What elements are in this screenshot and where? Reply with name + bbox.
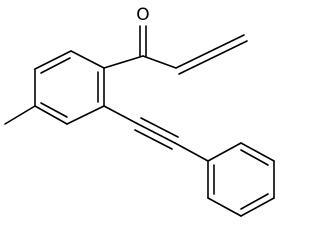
ring-bond — [66, 105, 105, 125]
carbonyl-ring-bond — [103, 55, 144, 69]
allene-double-bond-1b — [178, 57, 213, 75]
allene-double-bond-2a — [208, 34, 245, 53]
ring-bond — [207, 142, 242, 162]
chemical-structure: O — [4, 5, 275, 217]
ring-inner-double-bond — [240, 193, 269, 210]
allene-double-bond-2b — [211, 40, 248, 59]
ring-inner-double-bond — [40, 57, 71, 74]
alkyne-bond-lower — [134, 129, 173, 150]
ring-bond — [34, 50, 72, 70]
ring-inner-double-bond — [240, 149, 269, 166]
central-benzene-ring — [34, 50, 105, 125]
ring-inner-double-bond — [40, 102, 68, 118]
allene-double-bond-1a — [175, 51, 210, 69]
alkyne-bond-upper — [140, 117, 179, 138]
ring-bond — [207, 197, 242, 217]
ring-bond — [240, 197, 275, 217]
methyl-bond — [4, 105, 36, 125]
ring-bond — [70, 50, 105, 69]
ring-bond — [34, 105, 68, 125]
allene-single-bond — [142, 55, 177, 69]
ring-alkyne-bond — [103, 105, 139, 125]
phenyl-ring — [207, 142, 275, 217]
oxygen-atom-label: O — [136, 5, 149, 25]
structure-canvas: O — [4, 5, 275, 217]
ring-bond — [240, 142, 275, 162]
alkyne-bond-center — [137, 123, 176, 144]
alkyne-phenyl-bond — [174, 142, 209, 162]
